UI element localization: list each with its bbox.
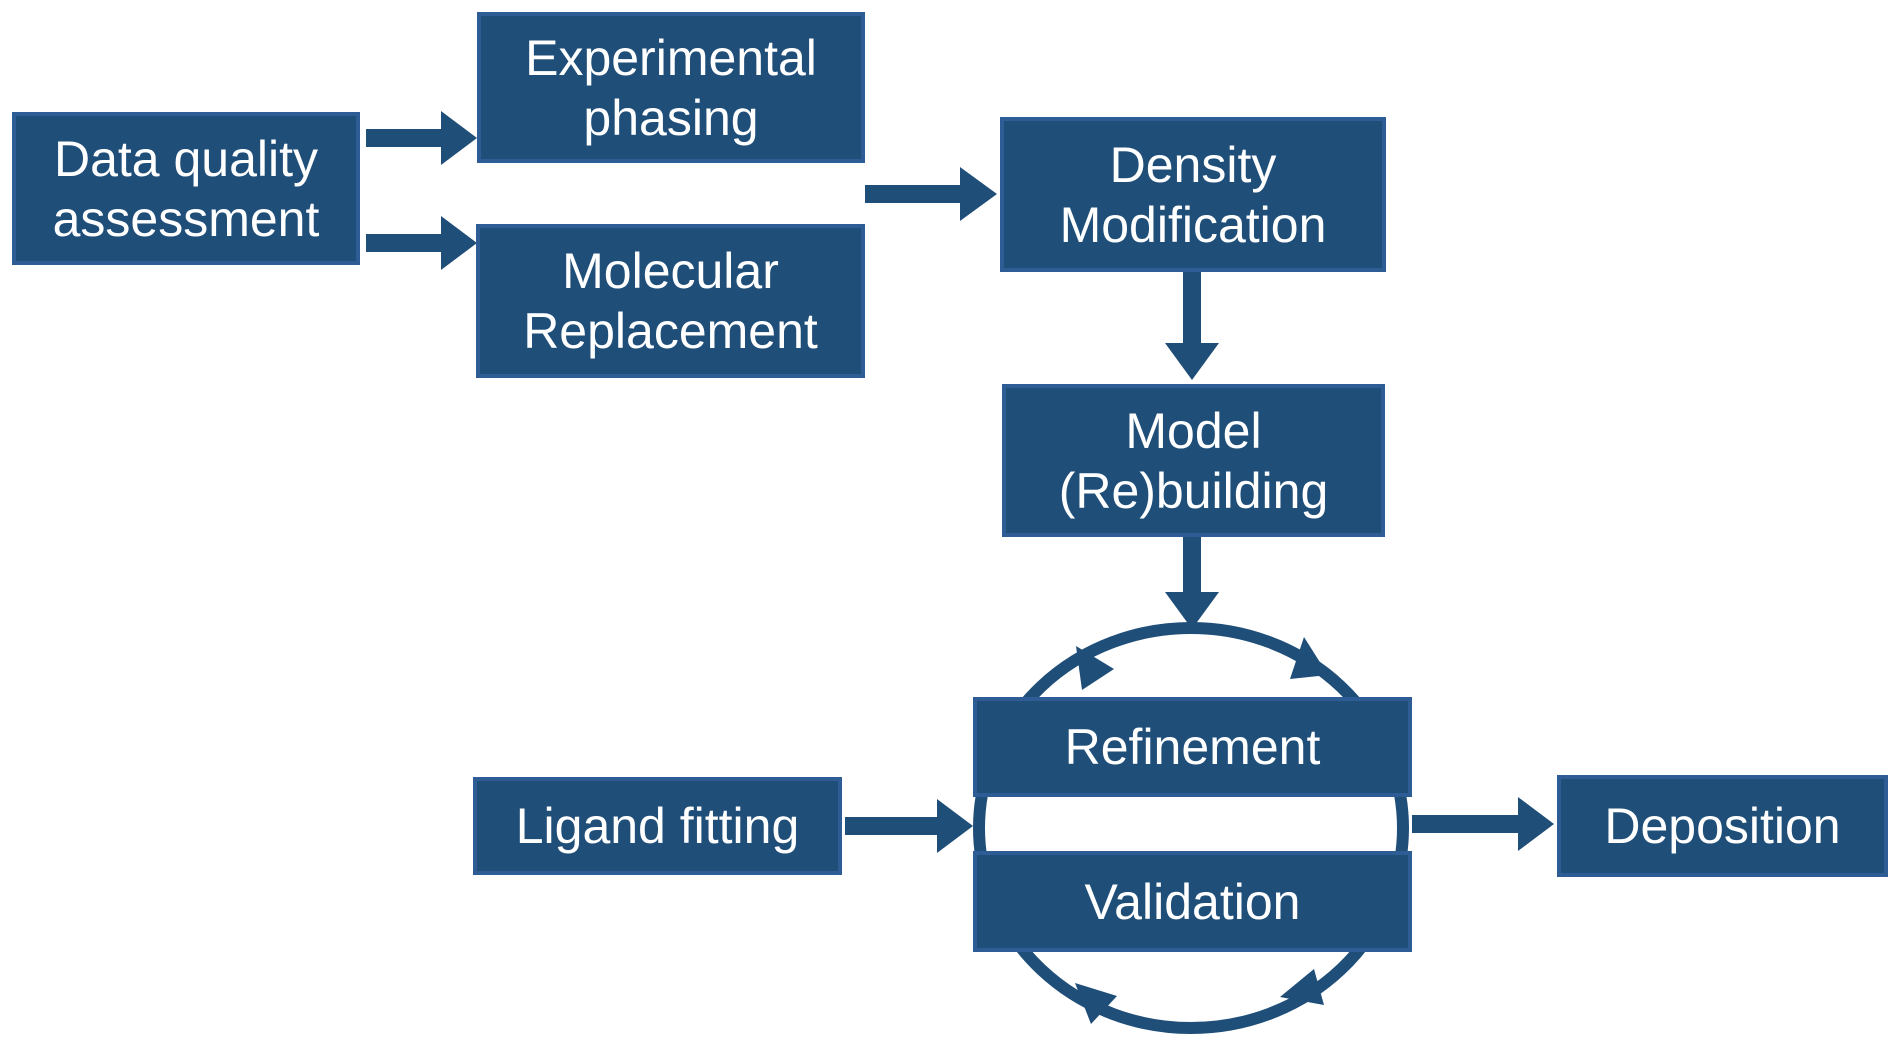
box-label: Data quality [53, 130, 319, 187]
box-molecular-replacement: Molecular Replacement [476, 224, 865, 378]
box-density-modification: Density Modification [1000, 117, 1386, 272]
arrow-cycle-to-deposition-icon [1412, 797, 1554, 851]
box-model-rebuilding: Model (Re)building [1002, 384, 1385, 537]
box-data-quality-assessment: Data quality assessment [12, 112, 360, 265]
box-label: Replacement [523, 303, 818, 359]
box-label: Validation [1084, 873, 1301, 930]
arrow-dataquality-to-experimental-icon [366, 111, 477, 165]
cycle-arrowhead-top-left-icon [1076, 646, 1114, 690]
box-label: Modification [1059, 196, 1327, 253]
arrow-model-to-cycle-icon [1165, 537, 1219, 629]
box-ligand-fitting: Ligand fitting [473, 777, 842, 875]
cycle-arrowhead-bottom-right-icon [1280, 969, 1324, 1005]
arrow-phasing-to-density-icon [865, 167, 997, 221]
box-label: Molecular [562, 243, 779, 299]
arrow-dataquality-to-molecular-icon [366, 216, 477, 270]
box-label: assessment [52, 190, 320, 247]
box-deposition: Deposition [1557, 775, 1888, 877]
box-label: Refinement [1064, 719, 1321, 775]
cycle-arrowhead-bottom-left-icon [1075, 983, 1117, 1024]
box-label: (Re)building [1058, 462, 1329, 519]
box-label: Density [1109, 136, 1277, 193]
arrow-ligand-to-cycle-icon [845, 799, 973, 853]
box-label: Ligand fitting [515, 798, 800, 854]
cycle-ring [973, 622, 1409, 1034]
box-label: Deposition [1604, 798, 1841, 854]
cycle-arrowhead-top-right-icon [1290, 637, 1328, 679]
arrow-density-to-model-icon [1165, 272, 1219, 380]
box-experimental-phasing: Experimental phasing [477, 12, 865, 163]
box-label: phasing [583, 89, 759, 146]
box-refinement: Refinement [973, 697, 1412, 797]
box-validation: Validation [973, 851, 1412, 952]
box-label: Experimental [525, 29, 817, 86]
box-label: Model [1125, 402, 1262, 459]
